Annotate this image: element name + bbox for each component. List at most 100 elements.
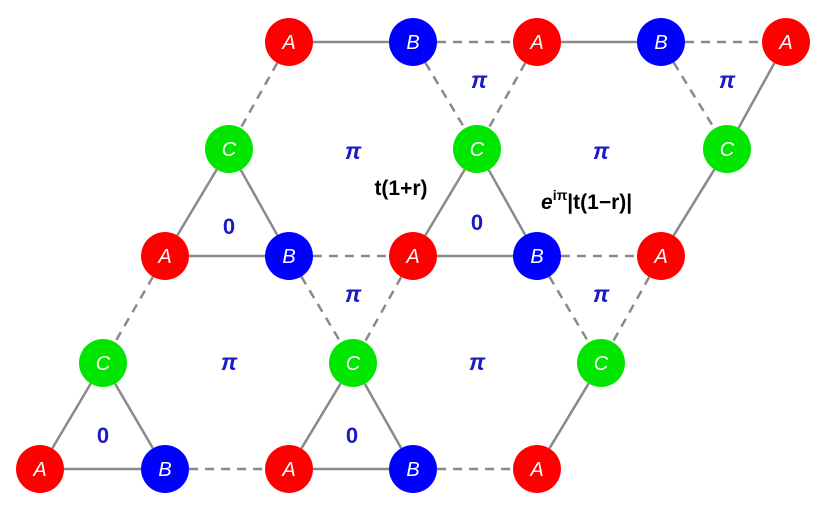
site-b-label: B — [654, 32, 667, 54]
strong-bond — [300, 382, 342, 450]
weak-bond — [300, 275, 342, 344]
site-c-label: C — [720, 139, 735, 161]
flux-pi-label: π — [345, 138, 362, 164]
strong-bond — [548, 382, 590, 450]
flux-labels: 0 0 0 0 π π π π π π π π — [97, 67, 736, 448]
strong-bond — [672, 168, 716, 237]
strong-bond — [239, 169, 279, 236]
flux-pi-label: π — [221, 349, 238, 375]
strong-bond — [176, 168, 218, 237]
site-a-circle — [513, 445, 561, 493]
site-a-label: A — [281, 32, 295, 54]
site-b-circle — [265, 232, 313, 280]
site-a: A — [762, 18, 810, 66]
strong-bond — [737, 62, 776, 129]
site-a: A — [16, 445, 64, 493]
site-a-label: A — [653, 246, 667, 268]
site-c: C — [79, 339, 127, 387]
site-b: B — [513, 232, 561, 280]
site-b: B — [141, 445, 189, 493]
site-a-circle — [513, 18, 561, 66]
site-c-circle — [79, 339, 127, 387]
strong-bond — [424, 168, 466, 237]
site-b-label: B — [406, 459, 419, 481]
flux-pi-label: π — [469, 349, 486, 375]
site-a: A — [141, 232, 189, 280]
weak-bond — [239, 62, 279, 129]
strong-bond — [487, 169, 527, 236]
flux-pi-label: π — [593, 138, 610, 164]
site-b-label: B — [406, 32, 419, 54]
site-b-circle — [141, 445, 189, 493]
site-a: A — [513, 445, 561, 493]
hopping-weak-label: eiπ|t(1−r)| — [541, 187, 632, 214]
flux-pi-label: π — [593, 281, 610, 307]
site-c: C — [703, 125, 751, 173]
site-b-circle — [389, 445, 437, 493]
flux-zero-label: 0 — [471, 210, 483, 235]
site-a: A — [265, 18, 313, 66]
site-b-label: B — [282, 246, 295, 268]
lattice-sites: A B A B A C C C A B A B A C C C A B A B A — [16, 18, 810, 493]
flux-pi-label: π — [471, 67, 488, 93]
site-c: C — [329, 339, 377, 387]
site-b-label: B — [158, 459, 171, 481]
site-a: A — [637, 232, 685, 280]
site-b-circle — [637, 18, 685, 66]
flux-zero-label: 0 — [346, 423, 358, 448]
site-c-label: C — [96, 353, 111, 375]
site-a: A — [389, 232, 437, 280]
hopping-weak-prefix: e — [541, 191, 553, 214]
bonds — [51, 40, 776, 471]
weak-bond — [672, 61, 716, 130]
site-a-circle — [637, 232, 685, 280]
flux-zero-label: 0 — [223, 214, 235, 239]
site-a-label: A — [157, 246, 171, 268]
site-a-circle — [762, 18, 810, 66]
weak-bond — [113, 276, 155, 343]
weak-bond — [611, 276, 651, 343]
strong-bond — [114, 383, 154, 449]
weak-bond — [363, 276, 403, 343]
site-c-circle — [703, 125, 751, 173]
site-c: C — [453, 125, 501, 173]
hopping-weak-body: |t(1−r)| — [567, 191, 632, 214]
hopping-strong-label: t(1+r) — [374, 177, 427, 200]
site-a-circle — [389, 232, 437, 280]
site-a: A — [265, 445, 313, 493]
site-a-label: A — [529, 459, 543, 481]
site-a-label: A — [32, 459, 46, 481]
flux-pi-label: π — [345, 281, 362, 307]
strong-bond — [51, 382, 92, 450]
site-a-label: A — [405, 246, 419, 268]
site-b: B — [265, 232, 313, 280]
site-b: B — [389, 445, 437, 493]
weak-bond — [424, 61, 466, 130]
site-a-circle — [141, 232, 189, 280]
weak-bond — [548, 275, 590, 344]
site-a-label: A — [529, 32, 543, 54]
site-c-label: C — [222, 139, 237, 161]
site-c: C — [205, 125, 253, 173]
site-a-circle — [265, 18, 313, 66]
hopping-labels: t(1+r) eiπ|t(1−r)| — [374, 177, 632, 214]
weak-bond — [487, 62, 527, 129]
site-b-label: B — [530, 246, 543, 268]
site-b: B — [389, 18, 437, 66]
site-c: C — [577, 339, 625, 387]
site-b-circle — [513, 232, 561, 280]
site-a-label: A — [281, 459, 295, 481]
site-a-circle — [265, 445, 313, 493]
site-c-circle — [453, 125, 501, 173]
site-a-label: A — [778, 32, 792, 54]
flux-pi-label: π — [719, 67, 736, 93]
site-a-circle — [16, 445, 64, 493]
site-c-label: C — [346, 353, 361, 375]
site-b: B — [637, 18, 685, 66]
strong-bond — [363, 383, 403, 449]
site-c-circle — [329, 339, 377, 387]
site-c-label: C — [470, 139, 485, 161]
site-c-circle — [205, 125, 253, 173]
site-a: A — [513, 18, 561, 66]
